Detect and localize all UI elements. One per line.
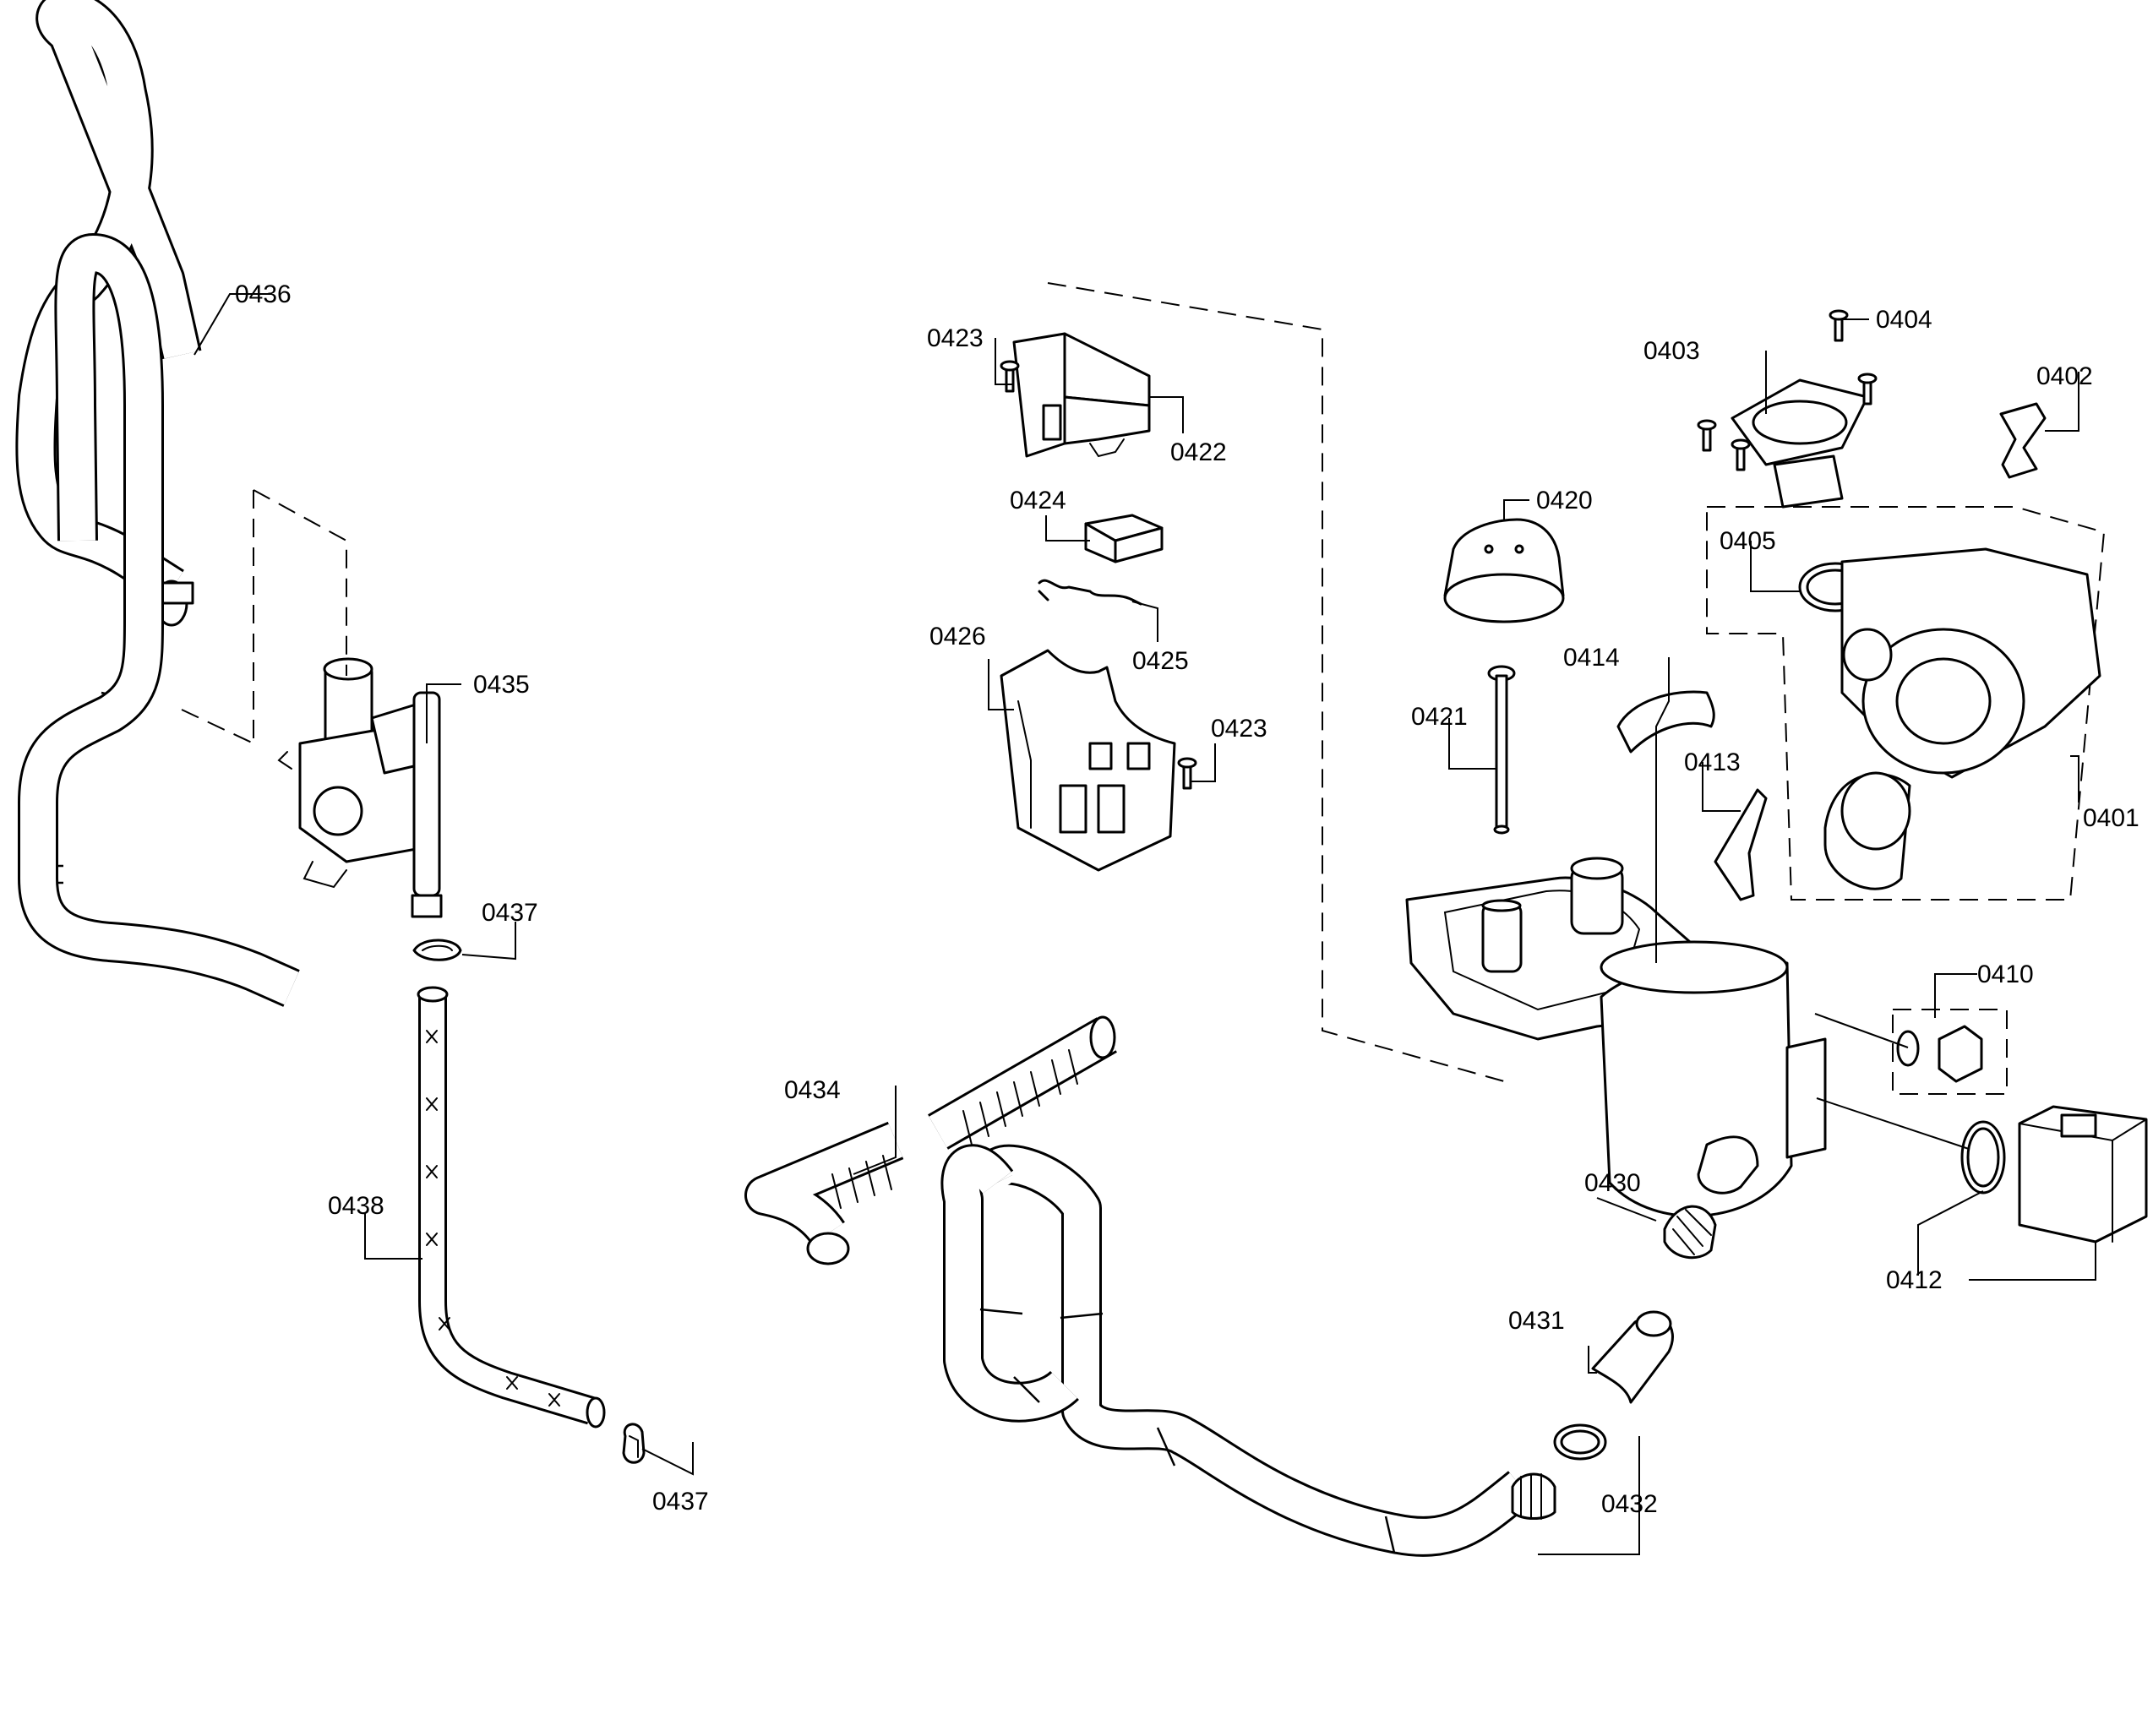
filter-0430 <box>1663 1205 1717 1260</box>
drain-hose-0436-outline <box>18 233 300 1007</box>
heater-pump-0412 <box>2018 1105 2148 1243</box>
callout-0431: 0431 <box>1508 1307 1565 1335</box>
callout-0426: 0426 <box>929 623 986 650</box>
cap-0420 <box>1443 518 1565 623</box>
pump-motor-0401 <box>1823 547 2101 890</box>
coupler-0431 <box>1591 1310 1674 1404</box>
clip-0414 <box>1616 690 1715 754</box>
hose-0434 <box>744 1015 1117 1265</box>
screw-0423-lower <box>1177 757 1197 790</box>
callout-0432: 0432 <box>1601 1490 1658 1518</box>
tube-0438 <box>417 986 606 1429</box>
screw-0423-upper <box>1000 360 1020 393</box>
callout-0430: 0430 <box>1584 1169 1641 1197</box>
drain-hose-lower <box>940 1144 1556 1557</box>
callout-0435: 0435 <box>473 671 530 699</box>
ring-0432 <box>1553 1423 1607 1461</box>
callout-0403: 0403 <box>1643 337 1700 365</box>
callout-0401: 0401 <box>2083 804 2139 832</box>
sump-housing <box>1405 857 1827 1217</box>
bracket-0402 <box>1999 402 2047 479</box>
callout-0402: 0402 <box>2036 362 2093 390</box>
leader-lines <box>193 293 2096 1555</box>
callout-0423-lower: 0423 <box>1211 715 1267 743</box>
callout-0425: 0425 <box>1132 647 1189 675</box>
callout-0434: 0434 <box>784 1076 841 1104</box>
callout-0422: 0422 <box>1170 438 1227 466</box>
clamp-0437-upper <box>412 939 462 961</box>
callout-0436: 0436 <box>235 280 292 308</box>
wire-0425 <box>1038 579 1142 606</box>
bracket-0422 <box>1012 332 1151 458</box>
gasket-0412 <box>1960 1120 2006 1195</box>
callout-0424: 0424 <box>1010 487 1066 514</box>
switch-0424 <box>1084 514 1164 563</box>
callout-0423-upper: 0423 <box>927 324 984 352</box>
callout-0437-upper: 0437 <box>482 899 538 927</box>
callout-0413: 0413 <box>1684 748 1741 776</box>
callout-0421: 0421 <box>1411 703 1468 731</box>
rod-0421 <box>1487 665 1516 835</box>
valve-0435 <box>277 657 443 918</box>
adapter-0403 <box>1731 378 1869 509</box>
callout-labels: 0436 0435 0437 0438 0437 0434 0423 0422 … <box>235 280 2139 1518</box>
tray-0426 <box>1000 649 1176 872</box>
lever-0413 <box>1714 788 1768 901</box>
callout-0414: 0414 <box>1563 644 1620 672</box>
clamp-0437-lower <box>622 1423 646 1464</box>
callout-0438: 0438 <box>328 1192 384 1220</box>
callout-0420: 0420 <box>1536 487 1593 514</box>
callout-0437-lower: 0437 <box>652 1488 709 1516</box>
callout-0412: 0412 <box>1886 1266 1943 1294</box>
screws-0404 <box>1697 309 1878 471</box>
sensor-0410 <box>1896 1025 1983 1083</box>
callout-0410: 0410 <box>1977 961 2034 988</box>
callout-0404: 0404 <box>1876 306 1932 334</box>
callout-0405: 0405 <box>1720 527 1776 555</box>
